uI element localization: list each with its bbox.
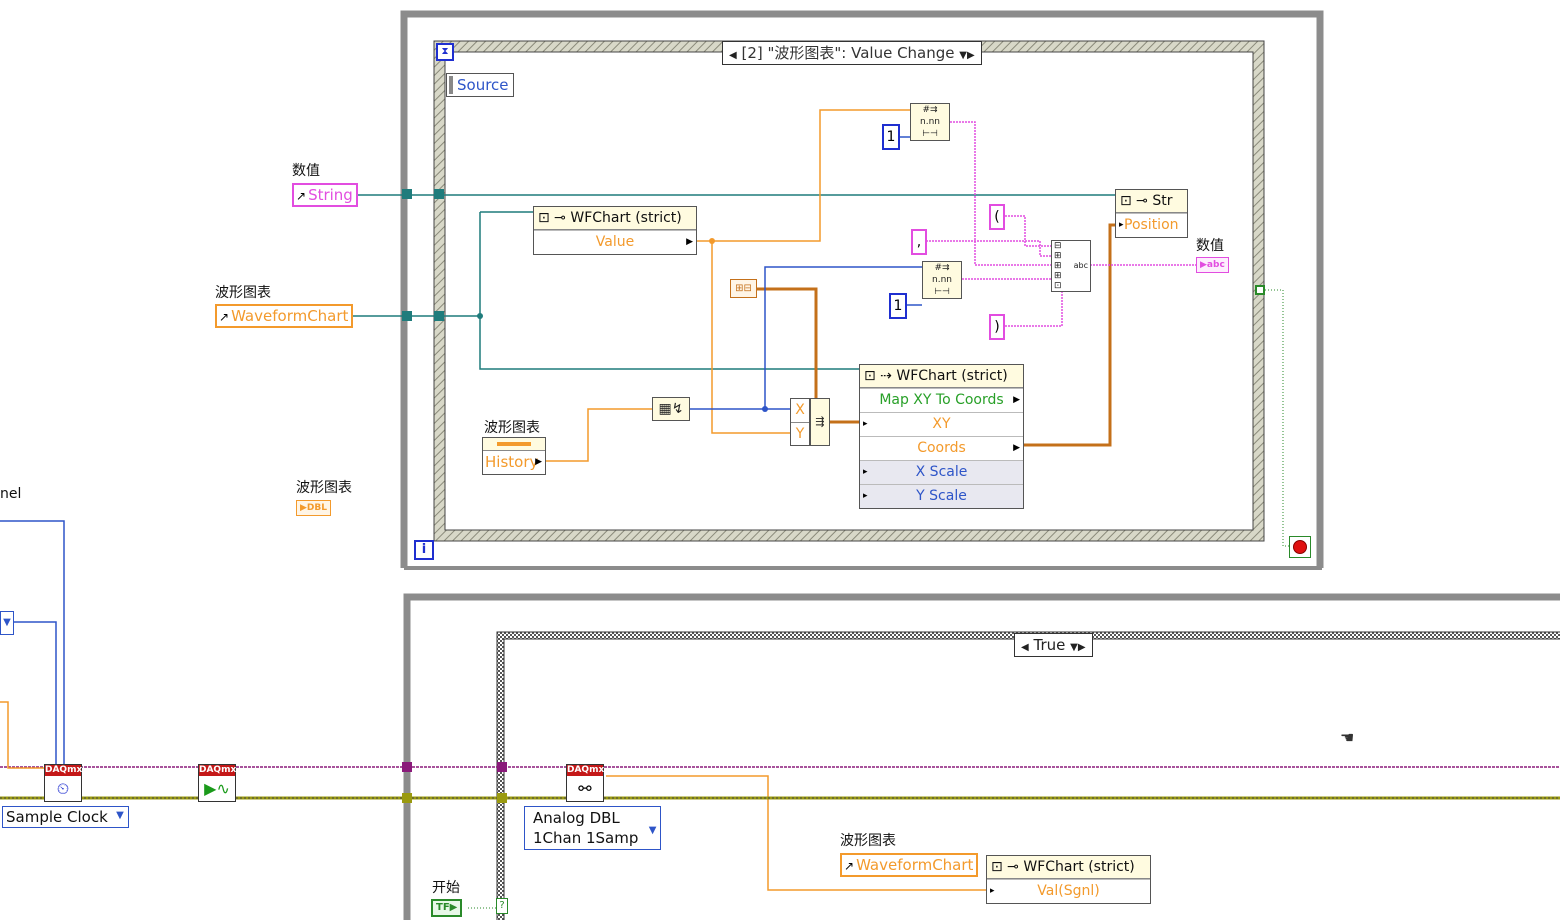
daqmx-timing-node[interactable]: DAQmx ⏲ — [44, 764, 82, 802]
wfchart-invoke-node[interactable]: ⊡ ⇢ WFChart (strict) Map XY To Coords▶ ▸… — [859, 364, 1024, 509]
glasses-icon: ⚯ — [578, 779, 592, 798]
history-label: 波形图表 — [484, 420, 540, 436]
invoke-xscale-row[interactable]: ▸X Scale — [860, 460, 1023, 484]
bundle-node[interactable]: X Y — [790, 398, 810, 446]
selector-right-arrow-icon[interactable]: ▶ — [967, 50, 975, 61]
terminal-arrow-icon: ▶ — [300, 503, 307, 513]
chevron-down-icon[interactable]: ▼ — [116, 810, 124, 821]
chevron-down-icon[interactable]: ▼ — [648, 825, 657, 836]
string-constant-comma[interactable]: , — [911, 229, 927, 255]
str-position-row[interactable]: ▸Position — [1116, 213, 1187, 237]
tunnel-waveform — [402, 311, 412, 321]
event-data-node-source[interactable]: Source — [446, 73, 514, 97]
numeric-label: 数值 — [292, 163, 320, 179]
channel-label-fragment: nel — [0, 486, 22, 502]
case-selector-terminal[interactable]: ? — [496, 898, 508, 914]
waveform-dbl-label: 波形图表 — [296, 480, 352, 496]
tunnel-string-inner — [434, 189, 444, 199]
waveform-label: 波形图表 — [215, 285, 271, 301]
string-indicator-terminal[interactable]: ▶abc — [1196, 257, 1229, 273]
event-selector-hourglass-icon[interactable]: ⧗ — [436, 43, 454, 61]
invoke-method-row[interactable]: Map XY To Coords▶ — [860, 388, 1023, 412]
reference-arrow-icon: ↗ — [844, 859, 855, 873]
property-node-icon: ⊡ ⊸ — [991, 859, 1019, 875]
history-node-header — [483, 438, 545, 451]
selector-left-arrow-icon[interactable]: ◀ — [729, 50, 737, 61]
lower-waveformchart-reference-terminal[interactable]: ↗WaveformChart — [840, 853, 979, 877]
waveformchart-reference-terminal[interactable]: ↗WaveformChart — [215, 304, 354, 328]
lower-waveform-label: 波形图表 — [840, 833, 896, 849]
property-node-icon: ⊡ ⊸ — [1120, 193, 1148, 209]
event-case-selector[interactable]: ◀ [2] "波形图表": Value Change ▼▶ — [722, 41, 982, 65]
daqmx-start-node[interactable]: DAQmx ▶∿ — [198, 764, 236, 802]
concatenate-strings-icon[interactable]: ⊟⊞⊞⊞⊡ abc — [1051, 240, 1091, 292]
numeric-constant-one-b[interactable]: 1 — [889, 293, 907, 319]
invoke-xy-row[interactable]: ▸XY — [860, 412, 1023, 436]
str-position-property-node[interactable]: ⊡ ⊸ Str ▸Position — [1115, 189, 1188, 238]
string-constant-open-paren[interactable]: ( — [989, 204, 1005, 230]
invoke-yscale-row[interactable]: ▸Y Scale — [860, 484, 1023, 508]
hand-cursor-icon: ☚ — [1340, 728, 1355, 747]
stop-terminal-icon[interactable] — [1289, 536, 1311, 558]
invoke-node-icon: ⊡ ⇢ — [864, 368, 892, 384]
start-label: 开始 — [432, 880, 460, 896]
tunnel-string — [402, 189, 412, 199]
format-number-icon-a[interactable]: #⇉n.nn⊢⊣ — [910, 103, 950, 141]
case-selector[interactable]: ◀ True ▼▶ — [1014, 633, 1093, 657]
numeric-indicator-label: 数值 — [1196, 238, 1224, 254]
sample-clock-ring[interactable]: Sample Clock▼ — [2, 806, 129, 828]
cluster-constant-icon[interactable]: ⊞⊟ — [730, 279, 757, 298]
numeric-constant-one-a[interactable]: 1 — [882, 124, 900, 150]
index-array-icon[interactable]: ▦↯ — [652, 397, 690, 421]
selector-right-arrow-icon[interactable]: ▶ — [1077, 642, 1086, 653]
terminal-arrow-icon: ▶ — [449, 902, 458, 913]
bundle-combine-icon[interactable]: ⇶ — [810, 398, 830, 446]
terminal-arrow-icon: ▶ — [1200, 260, 1207, 270]
property-node-icon: ⊡ ⊸ — [538, 210, 566, 226]
history-row[interactable]: History▶ — [485, 453, 542, 471]
tunnel-waveform-inner — [434, 311, 444, 321]
invoke-coords-row[interactable]: Coords▶ — [860, 436, 1023, 460]
string-constant-close-paren[interactable]: ) — [989, 314, 1005, 340]
while-loop-upper-frame[interactable] — [400, 10, 1324, 570]
reference-arrow-icon: ↗ — [296, 189, 307, 203]
selector-dropdown-icon[interactable]: ▼ — [959, 50, 967, 61]
wfchart-sgnl-property-node[interactable]: ⊡ ⊸ WFChart (strict) ▸Val(Sgnl) — [986, 855, 1151, 904]
analog-dbl-ring[interactable]: Analog DBL 1Chan 1Samp ▼ — [524, 806, 662, 850]
wfchart-value-property-node[interactable]: ⊡ ⊸ WFChart (strict) Value▶ — [533, 206, 697, 255]
history-property-node[interactable]: History▶ — [482, 437, 546, 475]
event-case-label: [2] "波形图表": Value Change — [741, 44, 955, 62]
string-reference-terminal[interactable]: ↗String — [292, 183, 358, 207]
daqmx-read-node[interactable]: DAQmx ⚯ — [566, 764, 604, 802]
start-boolean-terminal[interactable]: TF▶ — [431, 899, 463, 917]
selector-dropdown-icon[interactable]: ▼ — [1070, 642, 1078, 653]
selector-left-arrow-icon[interactable]: ◀ — [1021, 642, 1029, 653]
property-value-row[interactable]: Value▶ — [534, 230, 696, 254]
val-sgnl-row[interactable]: ▸Val(Sgnl) — [987, 879, 1150, 903]
waveform-dbl-terminal[interactable]: ▶DBL — [296, 500, 331, 516]
while-loop-lower-frame[interactable] — [403, 593, 1560, 920]
ring-fragment-dropdown-icon[interactable]: ▼ — [0, 611, 14, 635]
clock-icon: ⏲ — [56, 779, 70, 798]
reference-arrow-icon: ↗ — [219, 310, 230, 324]
format-number-icon-b[interactable]: #⇉n.nn⊢⊣ — [922, 261, 962, 299]
event-structure-frame[interactable] — [433, 40, 1265, 542]
iteration-terminal: i — [414, 540, 434, 560]
play-icon: ▶∿ — [204, 779, 230, 798]
